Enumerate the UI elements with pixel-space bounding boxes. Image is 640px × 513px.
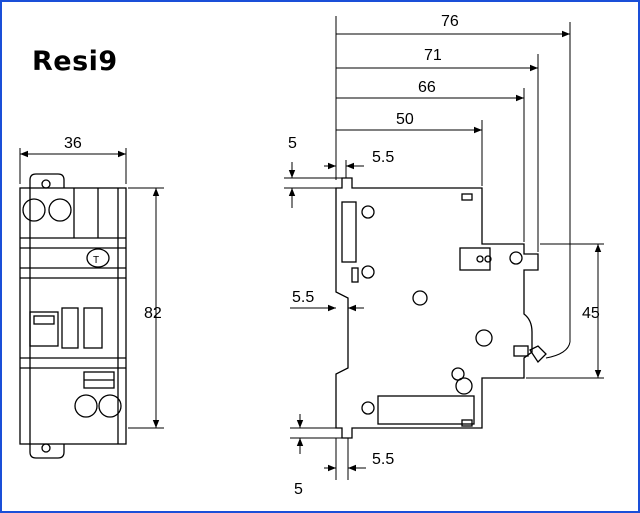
- dim-label-71: 71: [424, 47, 442, 64]
- dim-label-82: 82: [144, 305, 162, 322]
- toggle-lever: [29, 311, 59, 347]
- dim-label-bottom-5-5: 5.5: [372, 451, 394, 468]
- front-view: T: [19, 173, 127, 459]
- test-button: [86, 248, 110, 268]
- dim-front-height: 82: [128, 187, 164, 429]
- dim-label-top-5-5: 5.5: [372, 149, 394, 166]
- side-release-clip: [529, 345, 547, 364]
- dim-label-45: 45: [582, 305, 600, 322]
- dim-label-rail-5-5: 5.5: [292, 289, 314, 306]
- terminal-screw-bottom-left: [74, 394, 98, 418]
- terminal-screw-top-right: [48, 198, 72, 222]
- side-body-outline: [335, 177, 539, 439]
- terminal-screw-bottom-right: [98, 394, 122, 418]
- terminal-screw-top-left: [22, 198, 46, 222]
- depth-dimensions: [335, 16, 571, 359]
- side-view: [335, 177, 547, 439]
- dim-label-50: 50: [396, 111, 414, 128]
- dim-label-66: 66: [418, 79, 436, 96]
- product-title: Resi9: [32, 46, 118, 77]
- dim-rail-height: [526, 243, 604, 379]
- front-body-outline: [19, 187, 127, 445]
- dim-label-36: 36: [64, 135, 82, 152]
- svg-text:T: T: [93, 255, 99, 266]
- dim-label-76: 76: [441, 13, 459, 30]
- dim-label-bottom-5: 5: [294, 481, 303, 498]
- dim-bottom-clip: [290, 414, 366, 480]
- dim-label-top-5: 5: [288, 135, 297, 152]
- dim-top-clip: [284, 160, 364, 208]
- dim-front-width: 36: [19, 135, 127, 184]
